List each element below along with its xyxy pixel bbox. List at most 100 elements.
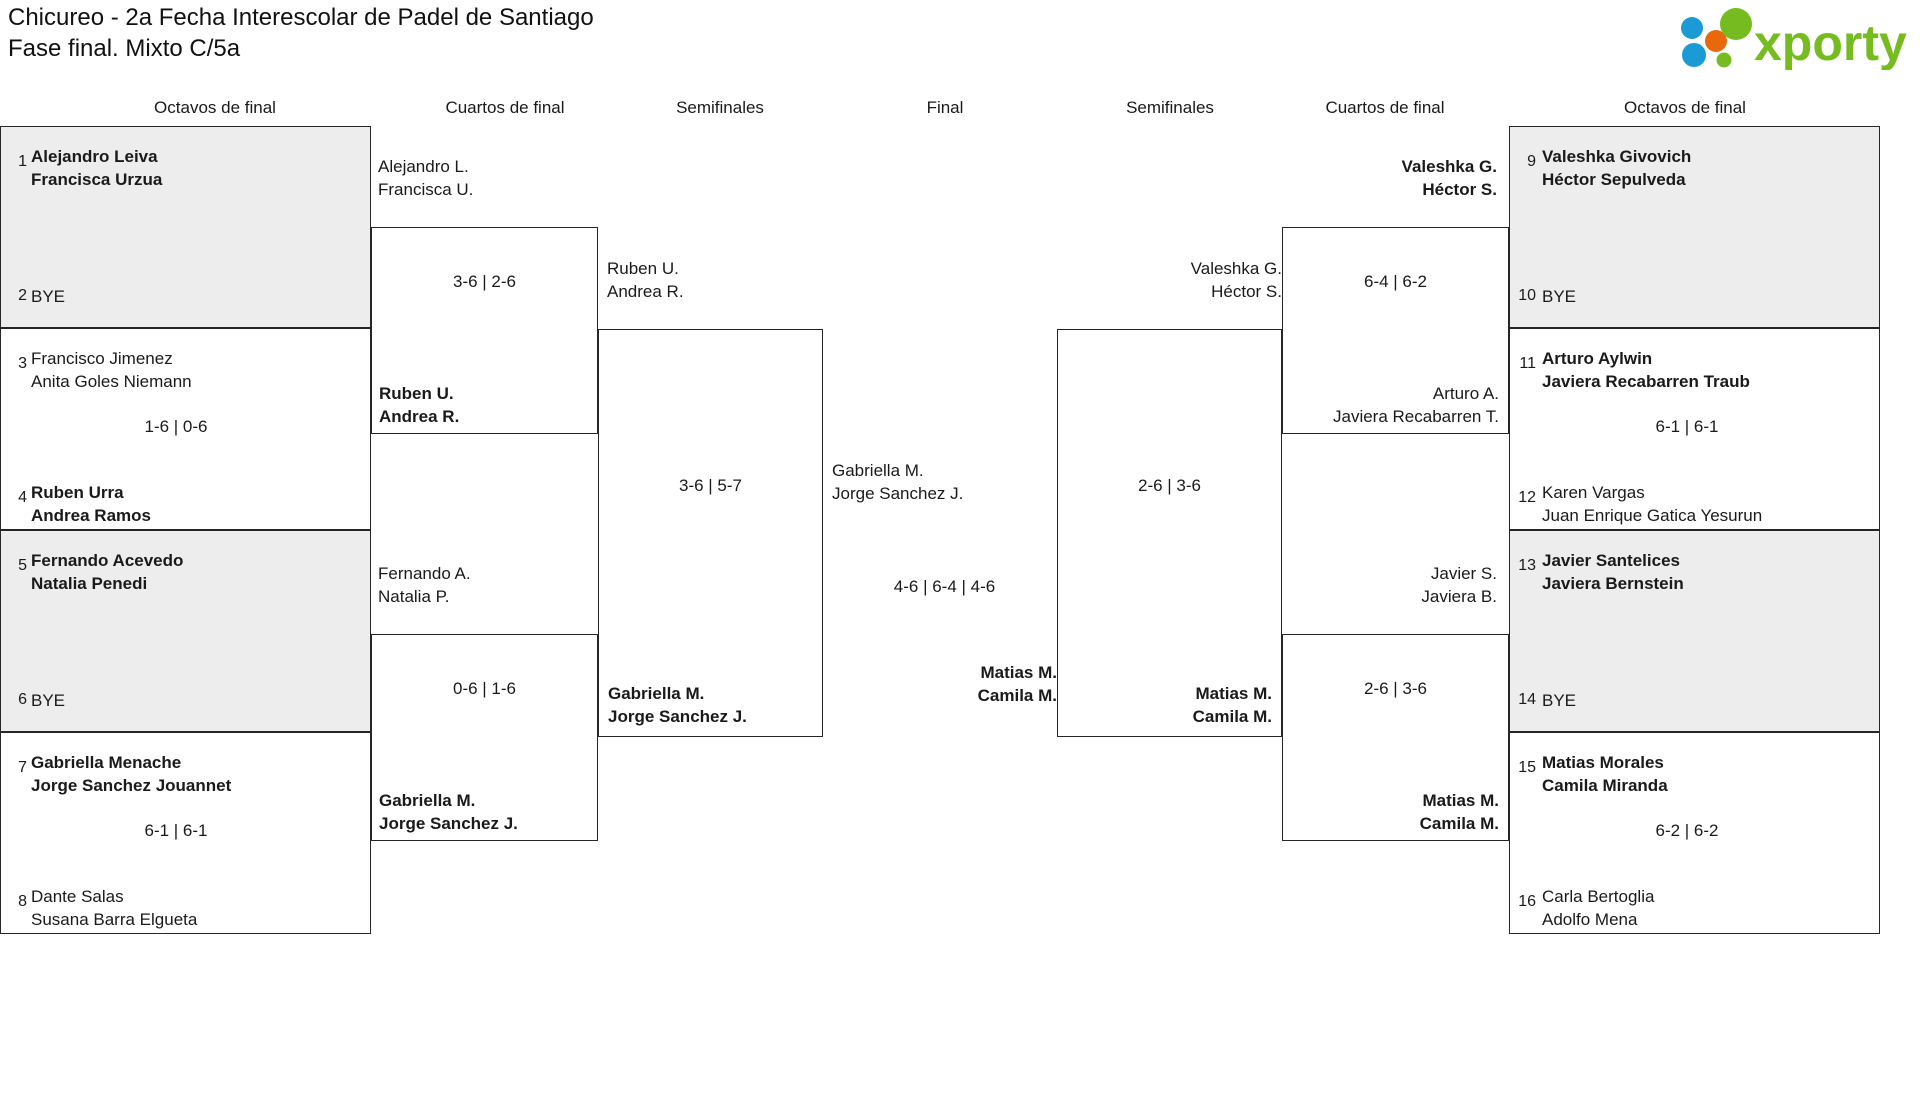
match-box-left-cuartos-1[interactable]: 3-6 | 2-6 Ruben U. Andrea R. (371, 227, 598, 434)
competitor-names: Carla Bertoglia Adolfo Mena (1542, 885, 1654, 931)
bye-label: BYE (1542, 287, 1577, 306)
cuartos-right-2-top-names: Javier S. Javiera B. (1282, 562, 1497, 608)
player-2: Camila M. (1192, 707, 1272, 726)
player-1: Ruben U. (607, 259, 679, 278)
player-2: Adolfo Mena (1542, 910, 1638, 929)
player-1: Carla Bertoglia (1542, 887, 1655, 906)
player-1: Matias M. (1195, 684, 1272, 703)
final-score: 4-6 | 6-4 | 4-6 (893, 577, 996, 596)
competitor-names: Arturo Aylwin Javiera Recabarren Traub (1542, 347, 1750, 393)
round-header-semis-left: Semifinales (676, 98, 764, 117)
match-box-right-cuartos-2[interactable]: 2-6 | 3-6 Matias M. Camila M. (1282, 634, 1509, 841)
player-2: Andrea R. (607, 282, 684, 301)
player-2: Jorge Sanchez J. (608, 707, 747, 726)
competitor-names: Gabriella M. Jorge Sanchez J. (379, 789, 518, 835)
player-1: Gabriella M. (379, 791, 476, 810)
competitor-names: Ruben U. Andrea R. (379, 382, 459, 428)
round-header-cuartos-left: Cuartos de final (445, 98, 565, 117)
match-box-left-octavos-2[interactable]: 3 Francisco Jimenez Anita Goles Niemann … (0, 328, 371, 530)
player-2: Javiera Bernstein (1542, 574, 1684, 593)
player-1: Valeshka G. (1190, 259, 1282, 278)
player-1: Matias M. (980, 663, 1057, 682)
player-1: Karen Vargas (1542, 483, 1645, 502)
match-box-right-octavos-1[interactable]: 9 Valeshka Givovich Héctor Sepulveda 10 … (1509, 126, 1880, 328)
seed-number: 16 (1518, 893, 1536, 910)
xporty-logo-icon: xporty (1681, 8, 1907, 71)
player-2: Anita Goles Niemann (31, 372, 192, 391)
player-2: Juan Enrique Gatica Yesurun (1542, 506, 1763, 525)
svg-text:xporty: xporty (1754, 15, 1907, 70)
player-1: Fernando A. (378, 564, 471, 583)
xporty-logo[interactable]: xporty (1678, 8, 1908, 71)
match-box-left-octavos-1[interactable]: 1 Alejandro Leiva Francisca Urzua 2 BYE (0, 126, 371, 328)
player-1: Dante Salas (31, 887, 124, 906)
match-box-right-octavos-2[interactable]: 11 Arturo Aylwin Javiera Recabarren Trau… (1509, 328, 1880, 530)
match-score: 6-1 | 6-1 (144, 821, 208, 840)
player-2: Javiera B. (1421, 587, 1497, 606)
player-2: Natalia Penedi (31, 574, 148, 593)
competitor-names: Francisco Jimenez Anita Goles Niemann (31, 347, 192, 393)
tournament-subtitle: Fase final. Mixto C/5a (8, 35, 241, 62)
seed-number: 4 (18, 489, 27, 506)
match-score: 6-4 | 6-2 (1363, 272, 1427, 291)
competitor-names: Matias M. Camila M. (1058, 682, 1272, 728)
seed-number: 8 (18, 893, 27, 910)
match-box-right-cuartos-1[interactable]: 6-4 | 6-2 Arturo A. Javiera Recabarren T… (1282, 227, 1509, 434)
seed-number: 14 (1518, 691, 1536, 708)
competitor-names: Karen Vargas Juan Enrique Gatica Yesurun (1542, 481, 1762, 527)
match-score: 2-6 | 3-6 (1363, 679, 1427, 698)
cuartos-left-1-top-names: Alejandro L. Francisca U. (378, 155, 473, 201)
player-1: Javier S. (1430, 564, 1497, 583)
match-score: 3-6 | 5-7 (678, 476, 742, 495)
player-2: Francisca Urzua (31, 170, 163, 189)
competitor-names: Matias M. Camila M. (1283, 789, 1499, 835)
seed-number: 3 (18, 355, 27, 372)
player-2: Jorge Sanchez Jouannet (31, 776, 232, 795)
competitor-names: Fernando Acevedo Natalia Penedi (31, 549, 183, 595)
competitor-names: Alejandro Leiva Francisca Urzua (31, 145, 162, 191)
semifinal-left-top-names: Ruben U. Andrea R. (607, 257, 684, 303)
player-2: Susana Barra Elgueta (31, 910, 198, 929)
player-2: Camila M. (1419, 814, 1499, 833)
match-score: 3-6 | 2-6 (452, 272, 516, 291)
tournament-title: Chicureo - 2a Fecha Interescolar de Pade… (8, 4, 594, 31)
match-score: 0-6 | 1-6 (452, 679, 516, 698)
seed-number: 12 (1518, 489, 1536, 506)
match-box-left-cuartos-2[interactable]: 0-6 | 1-6 Gabriella M. Jorge Sanchez J. (371, 634, 598, 841)
player-1: Arturo Aylwin (1542, 349, 1653, 368)
competitor-names: Dante Salas Susana Barra Elgueta (31, 885, 197, 931)
player-1: Valeshka Givovich (1542, 147, 1692, 166)
match-box-right-octavos-4[interactable]: 15 Matias Morales Camila Miranda 6-2 | 6… (1509, 732, 1880, 934)
player-1: Javier Santelices (1542, 551, 1680, 570)
player-1: Ruben U. (379, 384, 454, 403)
match-box-right-octavos-3[interactable]: 13 Javier Santelices Javiera Bernstein 1… (1509, 530, 1880, 732)
bye-label: BYE (31, 287, 66, 306)
player-2: Camila Miranda (1542, 776, 1668, 795)
player-1: Gabriella M. (832, 461, 924, 480)
player-1: Matias M. (1422, 791, 1499, 810)
competitor-names: Ruben Urra Andrea Ramos (31, 481, 151, 527)
page-header: Chicureo - 2a Fecha Interescolar de Pade… (0, 0, 1920, 95)
player-2: Natalia P. (378, 587, 450, 606)
match-score: 6-2 | 6-2 (1655, 821, 1719, 840)
player-2: Héctor S. (1211, 282, 1282, 301)
player-2: Camila M. (977, 686, 1057, 705)
match-box-right-semifinal[interactable]: 2-6 | 3-6 Matias M. Camila M. (1057, 329, 1282, 737)
seed-number: 9 (1527, 153, 1536, 170)
seed-number: 2 (18, 287, 27, 304)
player-1: Gabriella Menache (31, 753, 182, 772)
player-2: Héctor Sepulveda (1542, 170, 1686, 189)
match-box-left-octavos-4[interactable]: 7 Gabriella Menache Jorge Sanchez Jouann… (0, 732, 371, 934)
player-1: Alejandro L. (378, 157, 469, 176)
player-1: Ruben Urra (31, 483, 124, 502)
player-2: Andrea R. (379, 407, 460, 426)
match-box-left-octavos-3[interactable]: 5 Fernando Acevedo Natalia Penedi 6 BYE (0, 530, 371, 732)
match-box-left-semifinal[interactable]: 3-6 | 5-7 Gabriella M. Jorge Sanchez J. (598, 329, 823, 737)
match-score: 6-1 | 6-1 (1655, 417, 1719, 436)
semifinal-right-top-names: Valeshka G. Héctor S. (1057, 257, 1282, 303)
round-header-final: Final (926, 98, 964, 117)
match-score: 1-6 | 0-6 (144, 417, 208, 436)
competitor-names: Valeshka Givovich Héctor Sepulveda (1542, 145, 1691, 191)
competitor-names: Javier Santelices Javiera Bernstein (1542, 549, 1684, 595)
